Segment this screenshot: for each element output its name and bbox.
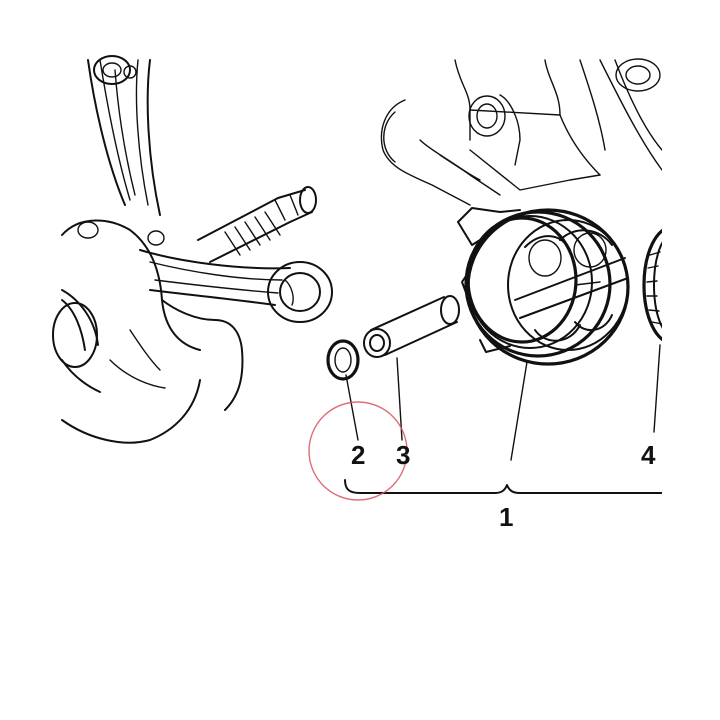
callout-pin: 3: [396, 440, 410, 470]
leader-line-circlip: [345, 374, 359, 441]
circlip: [326, 339, 360, 381]
engine-casting: [380, 58, 662, 206]
piston-pin: [363, 295, 460, 358]
leader-line-piston: [510, 361, 528, 461]
piston-ring: [642, 228, 662, 342]
connecting-rod: [52, 55, 333, 444]
piston: [457, 207, 630, 366]
group-bracket: [344, 479, 662, 494]
callout-assembly: 1: [499, 502, 513, 532]
callout-circlip: 2: [351, 440, 365, 470]
callout-ring: 4: [641, 440, 656, 470]
leader-line-pin: [396, 357, 403, 441]
leader-line-ring: [653, 344, 661, 433]
highlight-circle: [308, 401, 408, 501]
